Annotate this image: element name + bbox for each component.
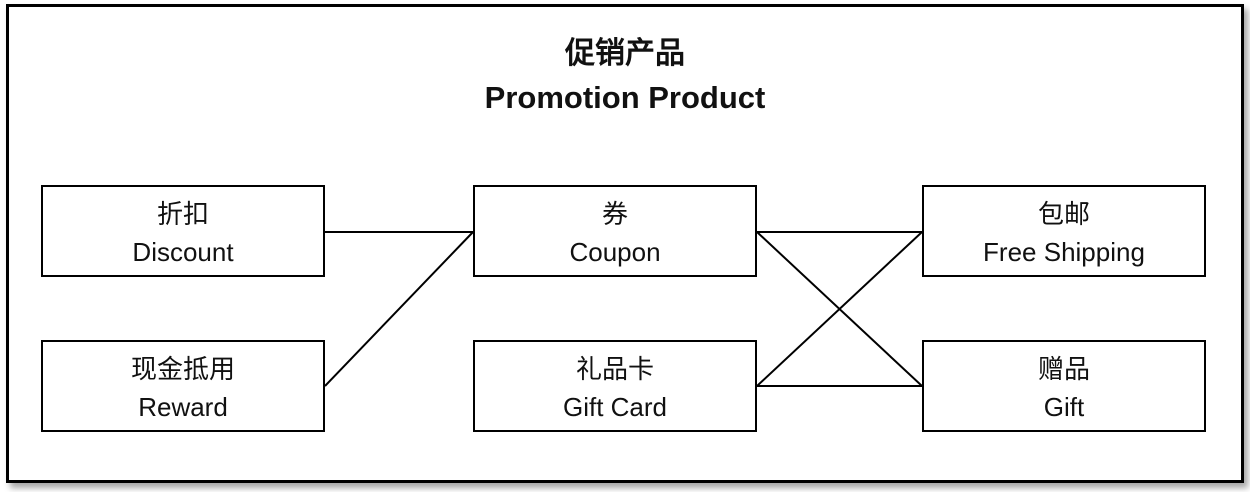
node-gift-card: 礼品卡 Gift Card xyxy=(473,340,757,432)
diagram-title-en: Promotion Product xyxy=(484,80,766,115)
node-label-en: Gift xyxy=(1043,392,1085,422)
node-label-cn: 券 xyxy=(601,199,628,229)
node-label-cn: 现金抵用 xyxy=(130,354,235,384)
node-label-cn: 包邮 xyxy=(1037,199,1090,229)
node-label-en: Gift Card xyxy=(562,392,668,422)
node-label-en: Reward xyxy=(138,392,228,422)
node-label-cn: 礼品卡 xyxy=(575,354,654,384)
node-discount: 折扣 Discount xyxy=(41,185,325,277)
node-label-cn: 折扣 xyxy=(156,199,209,229)
diagram-title-cn: 促销产品 xyxy=(565,37,685,70)
node-label-en: Discount xyxy=(132,237,234,267)
edge-giftcard-shipping xyxy=(756,231,923,387)
node-coupon: 券 Coupon xyxy=(473,185,757,277)
node-gift: 赠品 Gift xyxy=(922,340,1206,432)
node-reward: 现金抵用 Reward xyxy=(41,340,325,432)
edge-reward-coupon xyxy=(324,231,474,387)
node-free-shipping: 包邮 Free Shipping xyxy=(922,185,1206,277)
node-label-cn: 赠品 xyxy=(1037,354,1090,384)
node-label-en: Free Shipping xyxy=(983,237,1145,267)
node-label-en: Coupon xyxy=(569,237,661,267)
